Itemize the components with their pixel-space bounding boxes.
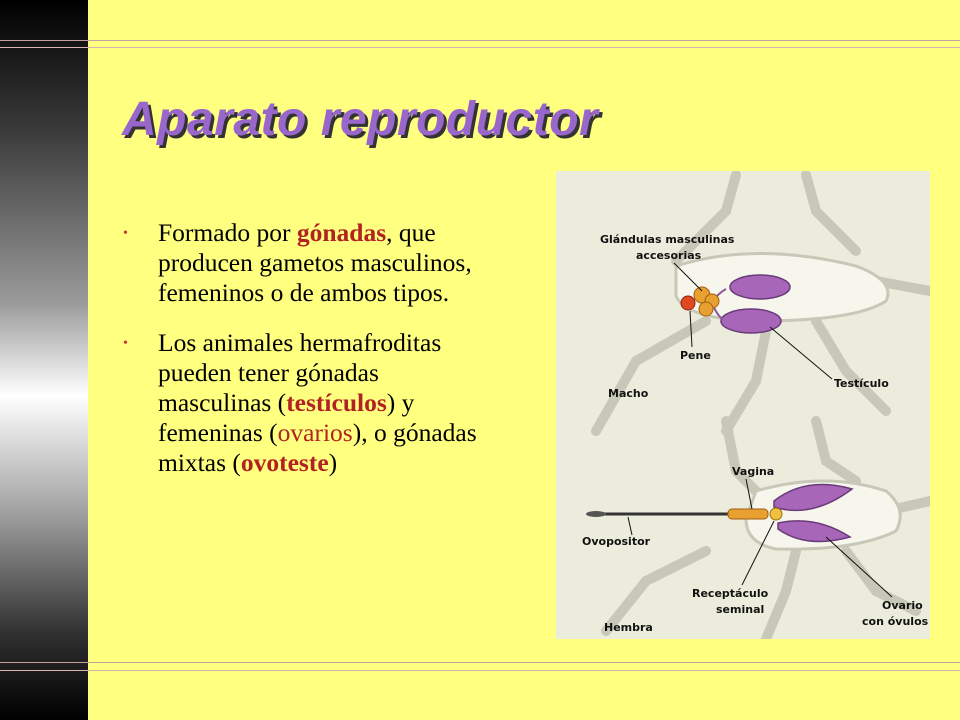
bullet-text: Formado por — [158, 218, 297, 247]
ovipositor-tip — [586, 511, 606, 517]
leader-ovario — [825, 536, 893, 598]
male-body-outline — [591, 171, 930, 436]
label-vagina: Vagina — [732, 465, 774, 478]
slide-title: Aparato reproductor — [122, 93, 599, 146]
label-receptaculo: Receptáculo — [692, 587, 769, 600]
label-glandulas: Glándulas masculinas — [600, 233, 735, 246]
bullet-text: ) y femeninas ( — [158, 388, 415, 447]
bullet-item-hermafroditas: • Los animales hermafroditas pueden tene… — [120, 328, 490, 478]
ovary-upper — [773, 483, 854, 512]
label-receptaculo-2: seminal — [716, 603, 764, 616]
label-glandulas-2: accesorias — [636, 249, 702, 262]
left-gradient-bar — [0, 0, 88, 720]
male-testis-upper — [729, 274, 791, 300]
highlight-ovarios: ovarios — [277, 418, 353, 447]
bullet-text: , que producen gametos masculinos, femen… — [158, 218, 472, 307]
insect-anatomy-illustration: Glándulas masculinas accesorias Pene Tes… — [556, 171, 930, 639]
label-ovario-2: con óvulos — [862, 615, 929, 628]
label-ovario: Ovario — [882, 599, 923, 612]
label-ovopositor: Ovopositor — [582, 535, 651, 548]
male-testis-lower — [720, 308, 782, 334]
reproductive-system-figure: Glándulas masculinas accesorias Pene Tes… — [556, 171, 930, 639]
label-pene: Pene — [680, 349, 711, 362]
leader-testiculo — [769, 326, 833, 380]
bullet-dot-icon: • — [123, 336, 128, 351]
bottom-rule — [0, 662, 960, 663]
bullet-text: ), o gónadas mixtas ( — [158, 418, 477, 477]
highlight-ovoteste: ovoteste — [240, 448, 329, 477]
bullet-text: Los animales hermafroditas pueden tener … — [158, 328, 442, 417]
penis-organ — [680, 295, 696, 311]
label-hembra: Hembra — [604, 621, 653, 634]
leader-ovopositor — [627, 516, 633, 536]
top-rule-secondary — [0, 47, 960, 48]
vagina-organ — [727, 508, 769, 520]
highlight-testiculos: testículos — [286, 388, 387, 417]
label-testiculo: Testículo — [834, 377, 889, 390]
accessory-gland-3 — [698, 301, 714, 317]
spermatheca-organ — [769, 507, 783, 521]
bullet-item-gonadas: • Formado por gónadas, que producen game… — [120, 218, 490, 308]
label-macho: Macho — [608, 387, 649, 400]
ovary-lower — [777, 520, 852, 543]
bullet-text: ) — [328, 448, 338, 477]
bottom-rule-secondary — [0, 670, 960, 671]
bullet-list: • Formado por gónadas, que producen game… — [120, 218, 490, 498]
leader-glandulas — [673, 262, 703, 292]
bullet-dot-icon: • — [123, 226, 128, 241]
leader-pene — [689, 310, 693, 348]
leader-vagina — [745, 478, 753, 510]
top-rule — [0, 40, 960, 41]
leader-receptaculo — [741, 520, 775, 586]
highlight-gonadas: gónadas — [296, 218, 387, 247]
